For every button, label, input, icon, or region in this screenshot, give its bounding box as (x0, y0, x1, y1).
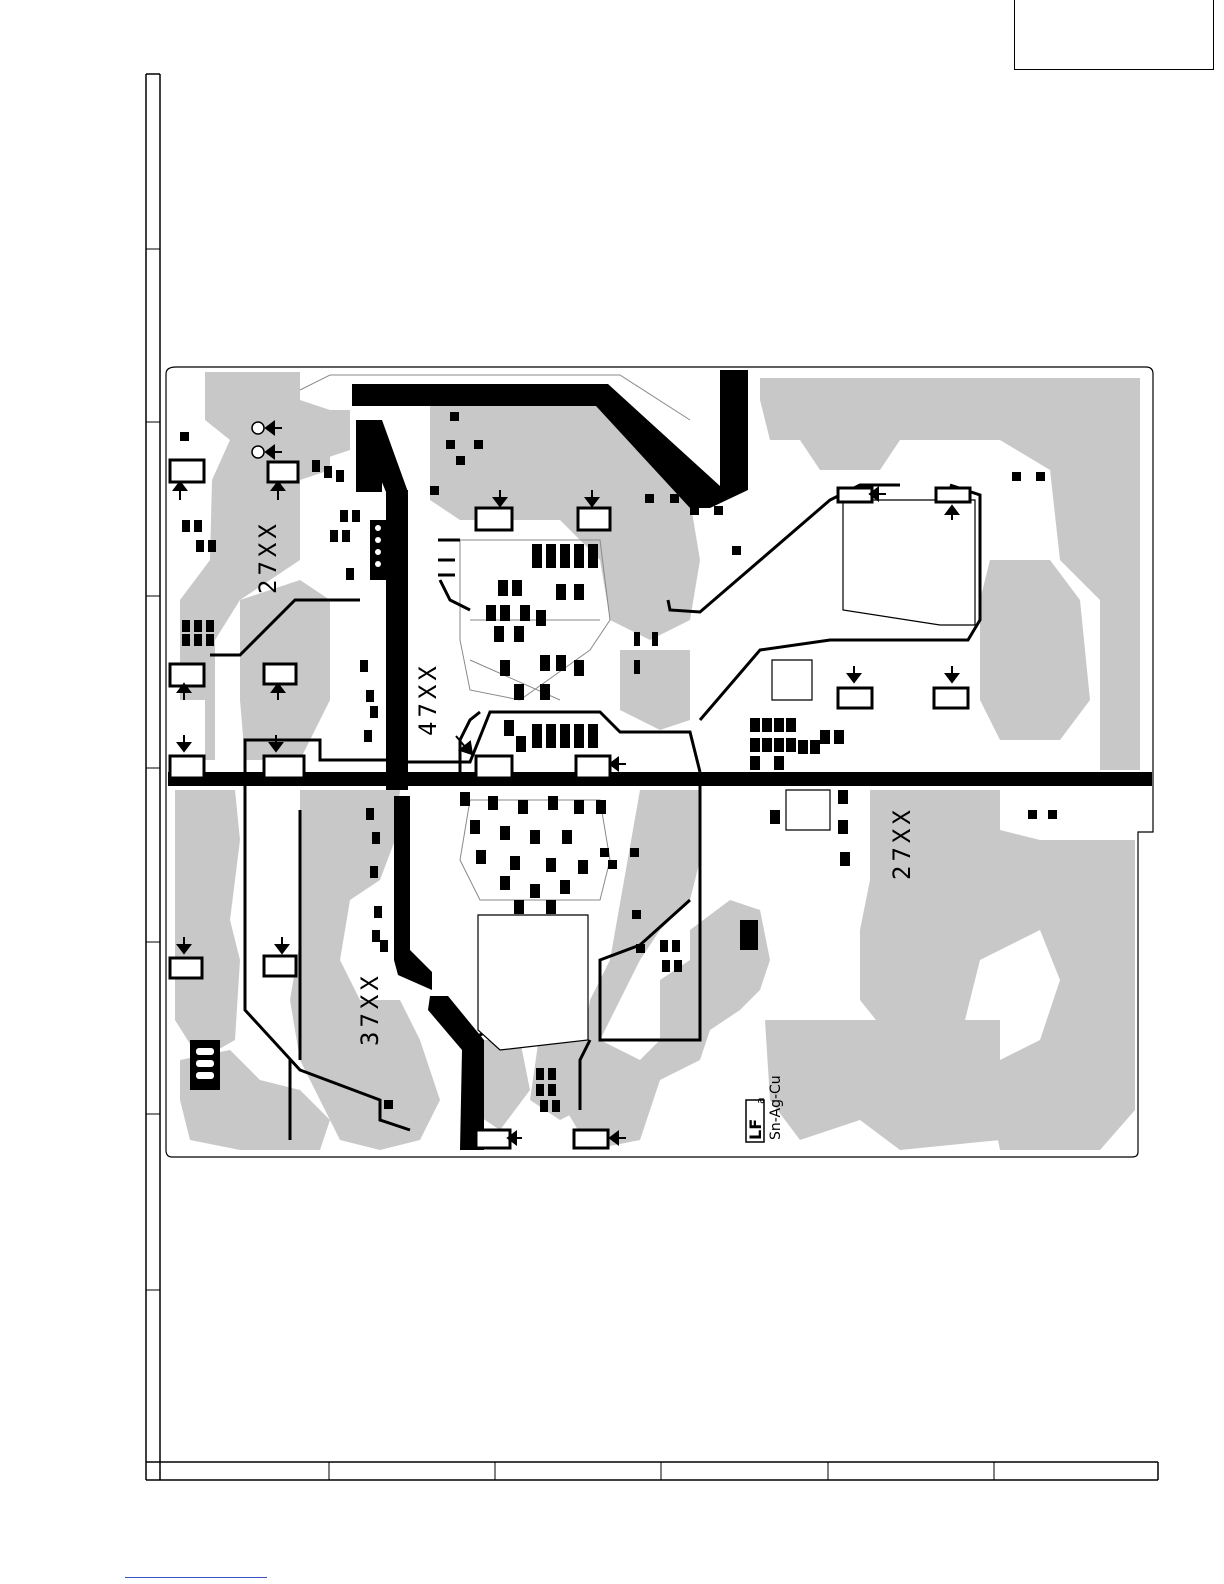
area-label-27xx-right: 27XX (888, 806, 916, 880)
area-label-27xx-left: 27XX (254, 520, 282, 594)
lead-free-sub: a (754, 1097, 767, 1104)
lead-free-letters: LF (746, 1119, 765, 1140)
bottom-link-rule (125, 1577, 267, 1578)
area-label-47xx: 47XX (414, 662, 442, 736)
area-label-37xx: 37XX (356, 972, 384, 1046)
lead-free-alloy: Sn-Ag-Cu (768, 1075, 784, 1140)
